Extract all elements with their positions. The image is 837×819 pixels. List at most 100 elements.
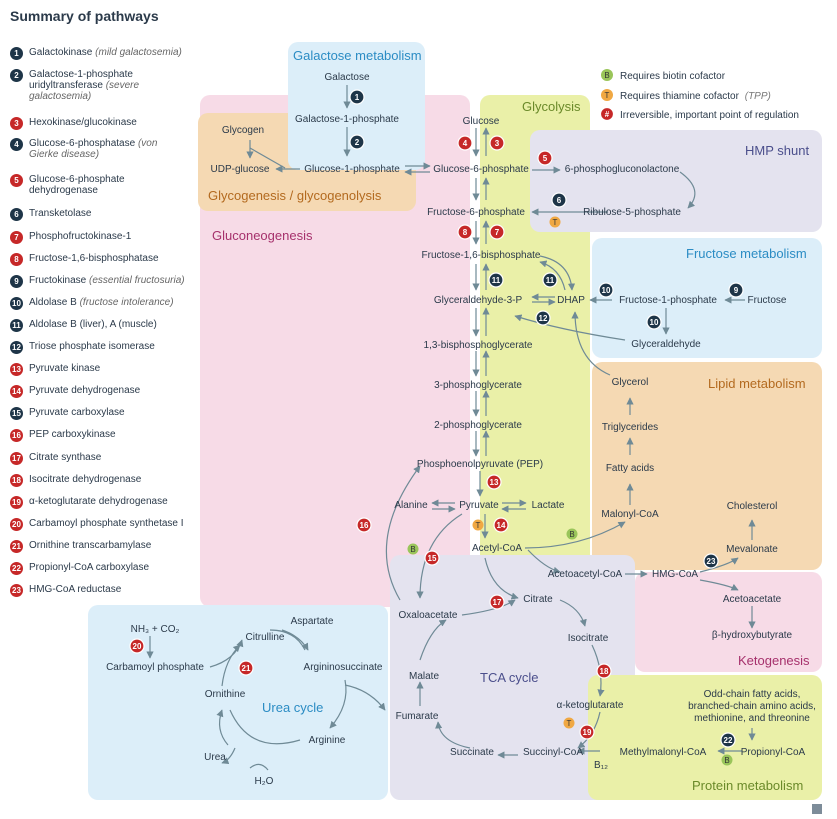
- enzyme-marker-number: 10: [650, 318, 659, 327]
- legend-item-22: 22 Propionyl-CoA carboxylase: [10, 562, 149, 575]
- region-title-fructose: Fructose metabolism: [686, 246, 807, 261]
- metabolite-dhap: DHAP: [557, 295, 585, 306]
- region-title-gluconeo: Gluconeogenesis: [212, 228, 313, 243]
- enzyme-number-icon: 12: [10, 341, 23, 354]
- metabolite-bhb: β-hydroxybutyrate: [712, 630, 793, 641]
- legend-label: α-ketoglutarate dehydrogenase: [29, 496, 168, 507]
- enzyme-number-icon: 22: [10, 562, 23, 575]
- key-thiamine-line: Requires thiamine cofactor (TPP): [620, 91, 771, 102]
- metabolite-succinate: Succinate: [450, 747, 494, 758]
- enzyme-marker-icon: [537, 150, 553, 166]
- metabolite-tg: Triglycerides: [602, 422, 658, 433]
- enzyme-marker-icon: [489, 594, 505, 610]
- enzyme-number-icon: 20: [10, 518, 23, 531]
- enzyme-number-icon: 5: [10, 174, 23, 187]
- metabolite-argsucc: Argininosuccinate: [304, 662, 383, 673]
- legend-text: Pyruvate kinase: [29, 363, 100, 376]
- enzyme-marker-icon: [703, 553, 719, 569]
- legend-item-2: 2 Galactose-1-phosphate uridyltransferase…: [10, 69, 189, 102]
- region-tca: [390, 555, 635, 800]
- legend-label: Carbamoyl phosphate synthetase I: [29, 518, 184, 529]
- key-thiamine: Requires thiamine cofactor: [620, 91, 740, 102]
- metabolite-propionyl: Propionyl-CoA: [741, 747, 806, 758]
- region-protein: [588, 675, 822, 800]
- enzyme-number-icon: 15: [10, 407, 23, 420]
- legend-label: Pyruvate carboxylase: [29, 407, 125, 418]
- enzyme-number-icon: 7: [10, 231, 23, 244]
- enzyme-marker-icon: [596, 663, 612, 679]
- biotin-cofactor-icon: [407, 543, 419, 555]
- legend-text: Pyruvate dehydrogenase: [29, 385, 140, 398]
- metabolite-carbamoyl: Carbamoyl phosphate: [106, 662, 204, 673]
- enzyme-marker-number: 8: [463, 228, 468, 237]
- legend-text: Galactose-1-phosphate uridyltransferase …: [29, 69, 189, 102]
- region-lipid: [592, 362, 822, 570]
- enzyme-marker-icon: [457, 224, 473, 240]
- enzyme-marker-icon: [129, 638, 145, 654]
- enzyme-marker-number: 21: [242, 664, 251, 673]
- metabolite-oddchain-2: branched-chain amino acids,: [688, 701, 816, 712]
- region-title-keto: Ketogenesis: [738, 653, 810, 668]
- legend-text: Carbamoyl phosphate synthetase I: [29, 518, 184, 531]
- legend-label: Galactose-1-phosphate uridyltransferase: [29, 69, 133, 91]
- legend-text: PEP carboxykinase: [29, 429, 116, 442]
- enzyme-number-icon: 1: [10, 47, 23, 60]
- metabolite-oddchain-3: methionine, and threonine: [694, 713, 810, 724]
- enzyme-number-icon: 13: [10, 363, 23, 376]
- legend-label: Propionyl-CoA carboxylase: [29, 562, 150, 573]
- region-title-glycogen: Glycogenesis / glycogenolysis: [208, 188, 382, 203]
- legend-label: Isocitrate dehydrogenase: [29, 474, 142, 485]
- enzyme-marker-number: 7: [495, 228, 500, 237]
- enzyme-number-icon: 9: [10, 275, 23, 288]
- metabolite-hmgcoa: HMG-CoA: [652, 569, 698, 580]
- enzyme-number-icon: 8: [10, 253, 23, 266]
- thiamine-cofactor-icon: [563, 717, 575, 729]
- legend-note: (severe galactosemia): [29, 80, 140, 102]
- legend-text: Pyruvate carboxylase: [29, 407, 125, 420]
- enzyme-marker-icon: [457, 135, 473, 151]
- enzyme-marker-icon: [486, 474, 502, 490]
- metabolite-oddchain-1: Odd-chain fatty acids,: [704, 689, 801, 700]
- legend-text: Ornithine transcarbamylase: [29, 540, 151, 553]
- thiamine-cofactor-mark: T: [553, 218, 558, 227]
- key-reg-mark: #: [605, 110, 610, 119]
- enzyme-marker-number: 16: [360, 521, 369, 530]
- enzyme-marker-number: 4: [463, 139, 468, 148]
- metabolite-pg2: 2-phosphoglycerate: [434, 420, 522, 431]
- legend-label: Aldolase B: [29, 297, 77, 308]
- metabolite-b12: B₁₂: [594, 760, 608, 771]
- metabolite-pgl: 6-phosphogluconolactone: [565, 164, 680, 175]
- enzyme-marker-number: 2: [355, 138, 360, 147]
- legend-item-15: 15 Pyruvate carboxylase: [10, 407, 125, 420]
- biotin-cofactor-mark: B: [569, 530, 574, 539]
- region-ketogenesis: [635, 572, 822, 672]
- metabolite-glycerol: Glycerol: [612, 377, 649, 388]
- biotin-cofactor-mark: B: [724, 756, 729, 765]
- key-reg: Irreversible, important point of regulat…: [620, 110, 799, 121]
- metabolite-g3p: Glyceraldehyde-3-P: [434, 295, 523, 306]
- legend-text: Transketolase: [29, 208, 91, 221]
- legend-note: (essential fructosuria): [89, 275, 185, 286]
- metabolite-urea: Urea: [204, 752, 226, 763]
- legend-label: Ornithine transcarbamylase: [29, 540, 152, 551]
- region-gluconeogenesis: [200, 95, 470, 607]
- legend-text: Isocitrate dehydrogenase: [29, 474, 141, 487]
- enzyme-number-icon: 2: [10, 69, 23, 82]
- legend-label: HMG-CoA reductase: [29, 584, 122, 595]
- legend-text: Glucose-6-phosphatase (von Gierke diseas…: [29, 138, 189, 160]
- metabolite-galactose: Galactose: [324, 72, 369, 83]
- enzyme-marker-icon: [489, 135, 505, 151]
- legend-note: (mild galactosemia): [95, 47, 182, 58]
- metabolite-bpg: 1,3-bisphosphoglycerate: [424, 340, 533, 351]
